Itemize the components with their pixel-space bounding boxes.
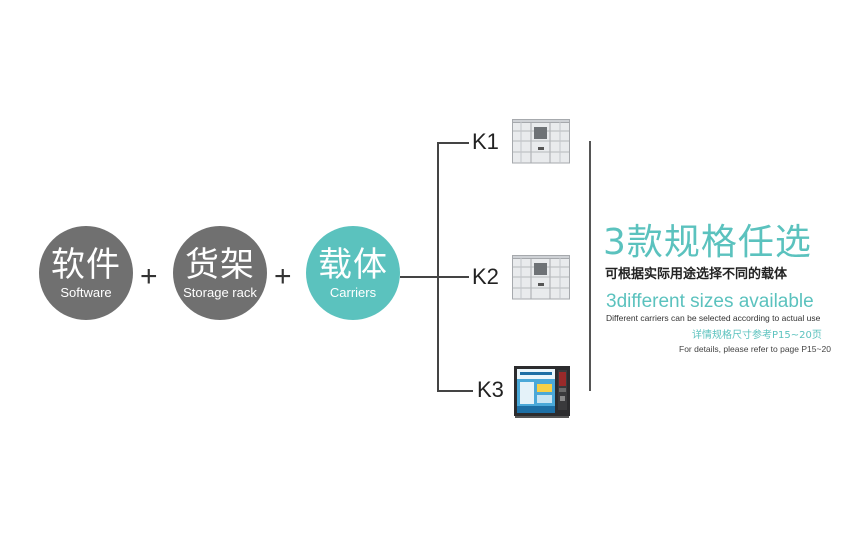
bracket-branch-k3 [437, 390, 473, 392]
headline-zh: 3款规格任选 [603, 222, 812, 263]
subline-zh: 可根据实际用途选择不同的载体 [605, 267, 788, 282]
storage-locker-icon [512, 255, 570, 300]
software-label-zh: 软件 [51, 245, 121, 285]
software-label-en: Software [60, 285, 112, 300]
vertical-divider [589, 141, 591, 391]
storage-rack-label-en: Storage rack [183, 285, 257, 300]
carriers-label-en: Carriers [329, 285, 377, 300]
plus-sign-1: + [140, 260, 158, 293]
headline-en: 3different sizes available [606, 291, 814, 312]
carriers-label-zh: 载体 [318, 245, 388, 285]
bracket-branch-k2 [437, 276, 469, 278]
subline-en: Different carriers can be selected accor… [606, 313, 821, 323]
vending-machine-icon [514, 366, 570, 418]
carriers-circle: 载体 Carriers [306, 226, 400, 320]
details-zh: 详情规格尺寸参考P15~20页 [692, 330, 822, 341]
storage-rack-circle: 货架 Storage rack [173, 226, 267, 320]
bracket-branch-k1 [437, 142, 469, 144]
bracket-vertical [437, 142, 439, 391]
option-label-k2: K2 [472, 264, 499, 289]
storage-locker-icon [512, 119, 570, 164]
option-label-k1: K1 [472, 129, 499, 154]
software-circle: 软件 Software [39, 226, 133, 320]
connector-horizontal [400, 276, 438, 278]
option-label-k3: K3 [477, 377, 504, 402]
plus-sign-2: + [274, 260, 292, 293]
storage-rack-label-zh: 货架 [185, 245, 255, 285]
details-en: For details, please refer to page P15~20 [679, 344, 831, 354]
